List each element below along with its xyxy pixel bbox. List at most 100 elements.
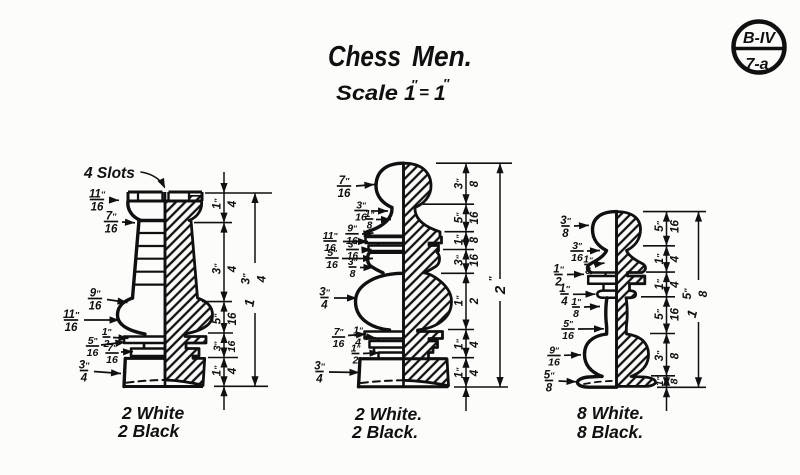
svg-text:4: 4 [469,341,481,349]
svg-text:11″: 11″ [323,230,339,242]
svg-text:4: 4 [320,299,328,311]
svg-text:2 Black.: 2 Black. [351,422,418,442]
svg-text:7-a: 7-a [745,56,768,73]
svg-text:7″: 7″ [339,175,350,187]
svg-text:2: 2 [492,285,509,295]
svg-text:16: 16 [562,330,574,342]
svg-text:9″: 9″ [549,344,560,356]
svg-text:16: 16 [89,300,102,312]
svg-text:16: 16 [669,220,681,233]
svg-text:1: 1 [404,82,416,105]
svg-text:3″: 3″ [319,286,330,298]
svg-text:1″: 1″ [571,296,582,308]
svg-text:1″: 1″ [365,209,375,220]
svg-text:16: 16 [355,212,367,224]
svg-text:4: 4 [469,369,481,377]
svg-text:2 White: 2 White [121,403,184,423]
svg-text:7″: 7″ [107,342,118,354]
svg-text:1″: 1″ [351,342,362,354]
svg-text:5″: 5″ [544,369,555,381]
svg-text:″: ″ [443,76,450,91]
svg-text:8: 8 [367,221,373,232]
svg-text:16: 16 [347,251,359,262]
svg-text:″: ″ [488,275,499,281]
svg-text:3″: 3″ [454,178,466,189]
svg-text:8: 8 [585,266,591,277]
svg-text:5″: 5″ [327,247,338,259]
svg-text:3″: 3″ [654,350,666,361]
svg-text:8: 8 [469,236,481,243]
svg-text:5″: 5″ [563,318,574,330]
svg-text:9″: 9″ [347,223,358,235]
svg-text:4: 4 [315,373,323,385]
svg-text:1″: 1″ [559,283,570,295]
svg-text:3″: 3″ [239,273,253,285]
svg-text:4: 4 [227,367,239,375]
svg-text:1″: 1″ [654,253,666,264]
svg-text:11″: 11″ [63,309,80,321]
svg-text:5″: 5″ [454,212,466,223]
svg-text:=: = [419,83,429,102]
svg-text:7″: 7″ [334,326,345,338]
svg-text:1: 1 [241,298,257,308]
svg-text:5″: 5″ [212,313,224,324]
svg-text:2: 2 [469,297,481,305]
svg-text:4: 4 [669,281,681,289]
svg-text:16: 16 [324,242,336,254]
svg-text:1″: 1″ [583,254,593,265]
svg-text:3″: 3″ [79,359,90,371]
svg-text:16: 16 [65,322,78,334]
svg-text:16: 16 [91,201,104,213]
svg-text:4: 4 [254,275,268,283]
svg-text:4: 4 [227,200,239,208]
svg-text:2: 2 [554,276,562,288]
svg-text:8: 8 [696,290,710,297]
svg-text:3″: 3″ [212,263,224,274]
svg-text:3″: 3″ [212,340,224,351]
svg-text:4: 4 [80,372,88,384]
svg-text:16: 16 [227,312,239,325]
svg-text:2: 2 [352,355,359,367]
svg-text:16: 16 [338,188,351,200]
svg-text:1″: 1″ [212,365,224,376]
svg-text:1″: 1″ [654,278,666,289]
svg-text:7″: 7″ [106,210,117,222]
svg-text:4 Slots: 4 Slots [83,165,135,182]
svg-text:3″: 3″ [348,256,359,268]
svg-text:1: 1 [684,308,700,319]
svg-text:2 White.: 2 White. [354,404,422,424]
svg-text:16: 16 [469,254,481,267]
svg-text:4: 4 [227,265,239,273]
svg-text:16: 16 [226,341,238,353]
svg-text:8: 8 [562,228,569,240]
svg-text:B-IV: B-IV [743,30,776,47]
svg-text:16: 16 [87,347,99,359]
svg-text:8 Black.: 8 Black. [577,422,643,442]
svg-text:9″: 9″ [90,287,101,299]
svg-text:8: 8 [669,378,681,384]
svg-text:16: 16 [571,252,583,264]
svg-text:1″: 1″ [212,198,224,209]
svg-text:4: 4 [560,296,568,308]
svg-text:1″: 1″ [654,375,666,386]
svg-text:3″: 3″ [572,240,583,252]
svg-text:3″: 3″ [454,254,466,265]
svg-text:5″: 5″ [654,308,666,319]
svg-text:Chess: Chess [328,41,401,73]
svg-text:8 White.: 8 White. [577,403,644,423]
svg-text:11″: 11″ [89,188,106,200]
svg-text:5″: 5″ [680,288,694,300]
svg-text:16: 16 [333,338,345,350]
svg-text:1″: 1″ [454,234,466,245]
svg-text:16: 16 [469,211,481,224]
svg-text:1″: 1″ [454,295,466,306]
svg-text:8: 8 [573,308,579,320]
svg-text:1″: 1″ [454,367,466,378]
svg-text:8: 8 [350,268,356,280]
svg-text:1″: 1″ [553,263,564,275]
svg-text:3″: 3″ [314,360,325,372]
svg-text:Scale: Scale [336,82,398,105]
svg-text:Men.: Men. [412,41,472,73]
svg-text:4: 4 [669,255,681,263]
svg-text:″: ″ [411,77,418,92]
